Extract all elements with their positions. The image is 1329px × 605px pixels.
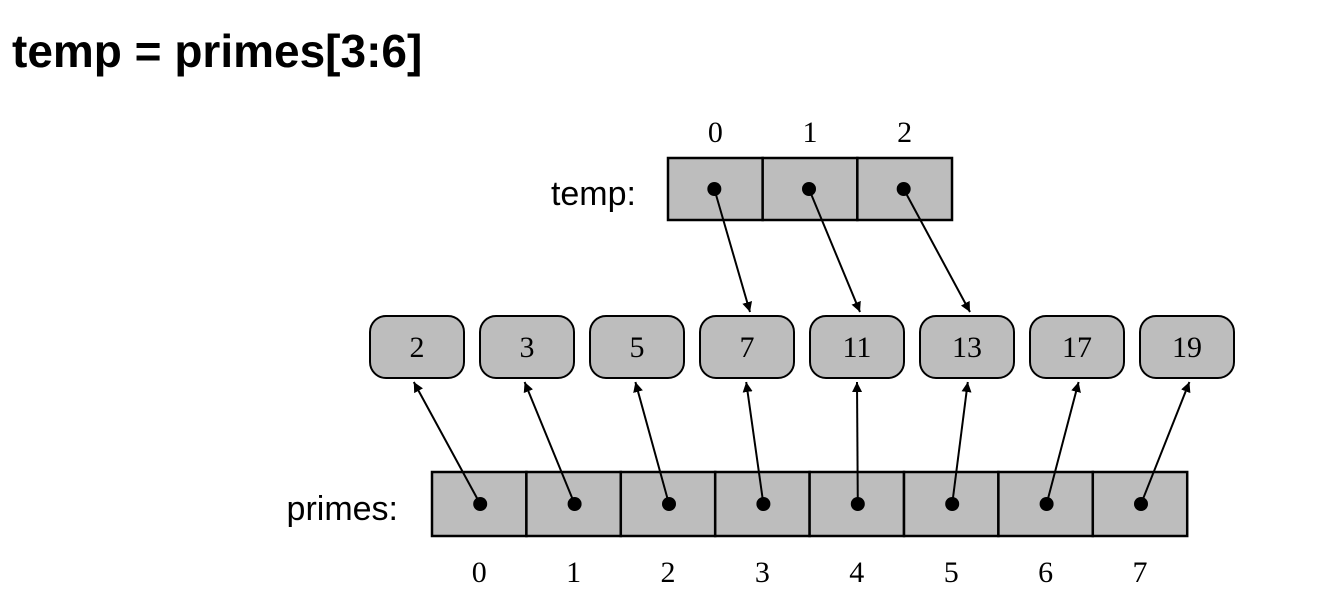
int-objects: 2 3 5 7 11 13 17 19 [369,315,1235,379]
primes-reference-arrow [633,381,670,505]
temp-reference-arrow [808,188,861,313]
primes-reference-arrow [523,381,576,505]
int-object-value: 11 [843,331,872,364]
temp-label: temp: [551,175,636,213]
reference-arrows [412,182,1191,511]
int-object-value: 13 [952,331,982,364]
temp-list: 0 1 2 [666,116,954,222]
int-object-value: 5 [630,331,645,364]
primes-reference-arrow [412,381,482,505]
primes-index-label: 7 [1133,556,1148,589]
primes-index-label: 4 [849,556,864,589]
int-object-box [589,315,685,379]
temp-index-label: 1 [803,116,818,149]
primes-index-label: 3 [755,556,770,589]
int-object-box [699,315,795,379]
primes-list: 0 1 2 3 4 5 6 7 [430,470,1189,589]
int-object-value: 3 [520,331,535,364]
primes-index-label: 5 [944,556,959,589]
temp-reference-arrow [713,188,753,313]
int-object-value: 7 [740,331,755,364]
int-object-box [919,315,1015,379]
int-object-box [1029,315,1125,379]
primes-index-label: 0 [472,556,487,589]
int-object-value: 2 [410,331,425,364]
primes-reference-arrow [852,381,863,505]
primes-reference-arrow [1140,381,1191,505]
primes-index-label: 1 [566,556,581,589]
temp-reference-arrow [902,188,971,313]
primes-reference-arrow [1045,381,1081,505]
int-object-box [1139,315,1235,379]
temp-index-label: 2 [897,116,912,149]
primes-reference-arrow [742,381,765,505]
int-object-box [369,315,465,379]
int-object-box [479,315,575,379]
int-object-box [809,315,905,379]
temp-index-label: 0 [708,116,723,149]
code-title: temp = primes[3:6] [12,25,423,77]
primes-reference-arrow [951,381,972,505]
primes-label: primes: [287,490,398,528]
int-object-value: 17 [1062,331,1092,364]
primes-index-label: 6 [1038,556,1053,589]
primes-index-label: 2 [661,556,676,589]
int-object-value: 19 [1172,331,1202,364]
primes-cell-6 [997,470,1095,538]
